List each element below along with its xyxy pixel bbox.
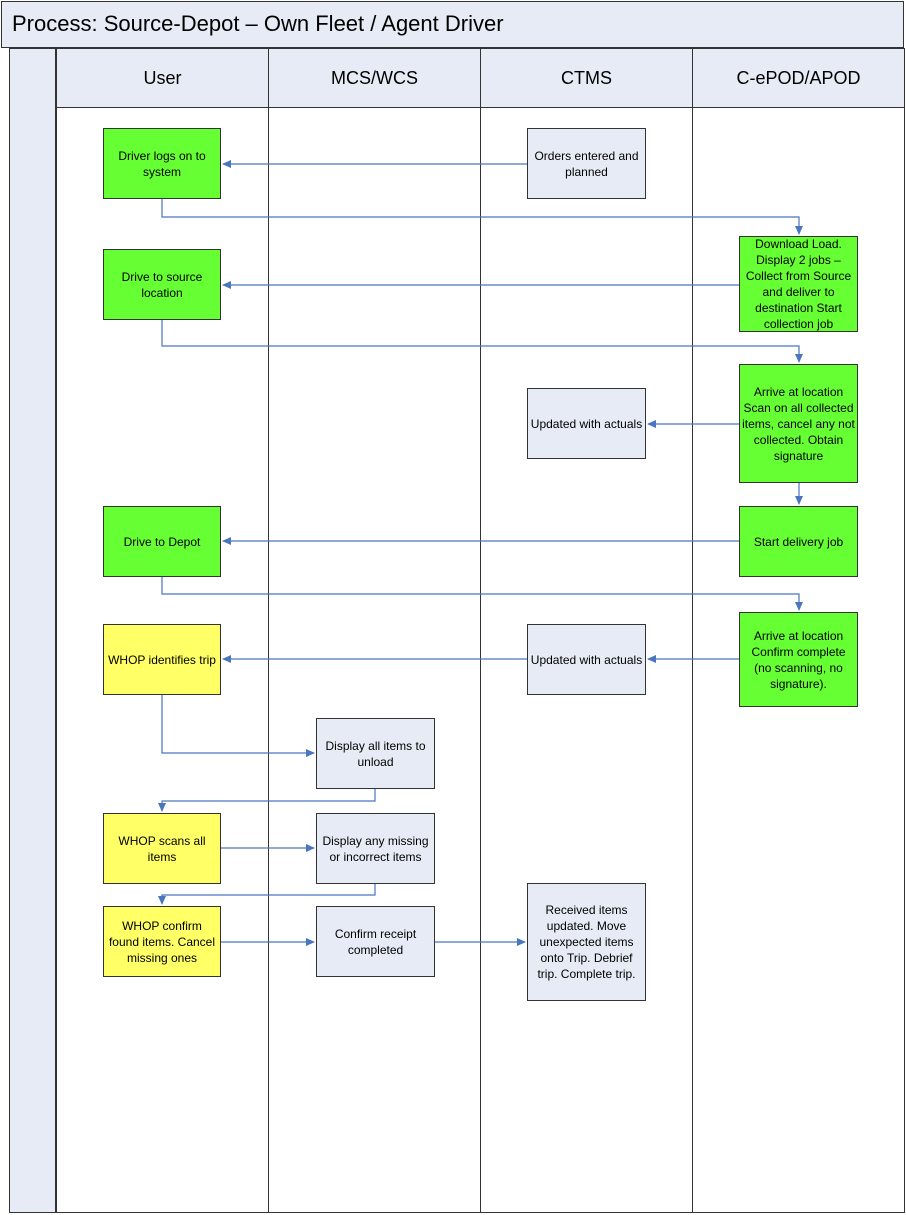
lane-header-user: User — [56, 48, 269, 108]
title-bar: Process: Source-Depot – Own Fleet / Agen… — [1, 1, 904, 48]
box-received-items: Received items updated. Move unexpected … — [527, 883, 646, 1001]
box-display-missing: Display any missing or incorrect items — [316, 813, 435, 884]
box-orders-entered: Orders entered and planned — [527, 128, 646, 199]
box-arrive-scan: Arrive at location Scan on all collected… — [739, 364, 858, 483]
box-whop-confirm: WHOP confirm found items. Cancel missing… — [103, 906, 221, 977]
box-confirm-receipt: Confirm receipt completed — [316, 906, 435, 977]
box-updated-actuals-2: Updated with actuals — [527, 624, 646, 695]
diagram-title: Process: Source-Depot – Own Fleet / Agen… — [12, 11, 504, 36]
box-updated-actuals-1: Updated with actuals — [527, 388, 646, 459]
box-display-all-items: Display all items to unload — [316, 718, 435, 789]
box-whop-scans: WHOP scans all items — [103, 813, 221, 884]
lane-header-ctms: CTMS — [480, 48, 693, 108]
lane-mcs-wcs — [268, 107, 481, 1213]
lane-header-cepod-apod: C-ePOD/APOD — [692, 48, 905, 108]
box-driver-logs-on: Driver logs on to system — [103, 128, 221, 199]
pool-label-strip — [9, 48, 56, 1213]
box-drive-to-depot: Drive to Depot — [103, 506, 221, 577]
box-download-load: Download Load. Display 2 jobs – Collect … — [739, 236, 858, 332]
box-whop-identifies: WHOP identifies trip — [103, 624, 221, 695]
lane-header-mcs-wcs: MCS/WCS — [268, 48, 481, 108]
box-start-delivery: Start delivery job — [739, 506, 858, 577]
box-drive-to-source: Drive to source location — [103, 249, 221, 320]
box-arrive-confirm: Arrive at location Confirm complete (no … — [739, 612, 858, 707]
